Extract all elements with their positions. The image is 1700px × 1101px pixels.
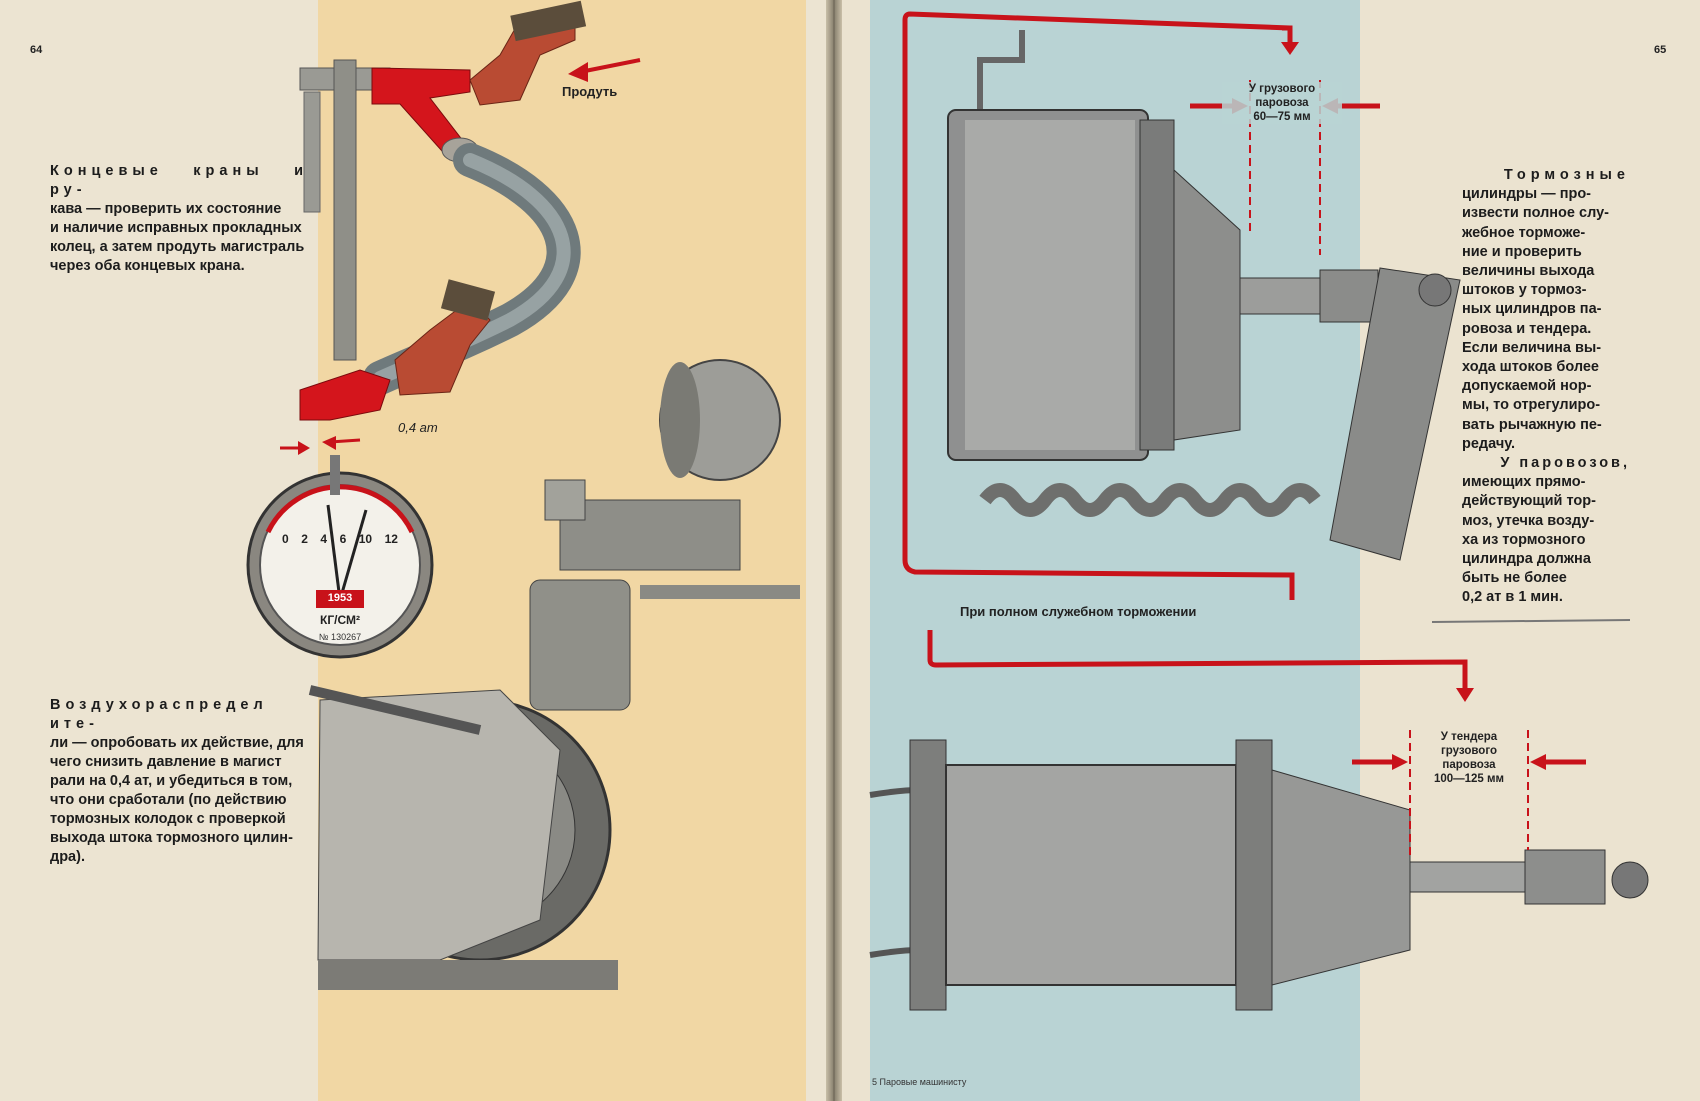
- section-air-distributors-line: что они сработали (по действию: [50, 792, 287, 808]
- section-brake-cylinders: Тормозные цилиндры — про- извести полное…: [1462, 166, 1630, 608]
- section-end-cocks: Концевые краны и ру- кава — проверить их…: [50, 162, 308, 276]
- section-brake-cylinders-line: 0,2 ат в 1 мин.: [1462, 589, 1563, 606]
- section-end-cocks-line: Концевые краны и ру-: [50, 163, 308, 198]
- brake-cylinder-locomotive: [902, 11, 1461, 600]
- page-footer: 5 Паровые машинисту: [872, 1077, 967, 1087]
- section-air-distributors-line: выхода штока тормозного цилин-: [50, 830, 293, 846]
- divider-line: [1431, 619, 1631, 623]
- section-brake-cylinders-line: ных цилиндров па-: [1462, 301, 1602, 318]
- pressure-gauge: [246, 455, 434, 659]
- section-brake-cylinders-line: Тормозные: [1503, 167, 1630, 183]
- section-air-distributors-line: Воздухораспредел ите-: [50, 697, 268, 732]
- section-brake-cylinders-line: ха из тормозного: [1462, 531, 1586, 548]
- section-brake-cylinders-line: редачу.: [1462, 435, 1516, 452]
- gauge-tick: 12: [384, 532, 398, 546]
- section-brake-cylinders-line: Если величина вы-: [1462, 339, 1602, 356]
- dimension-line: У тендера: [1440, 731, 1498, 743]
- top-dimension-label: У грузового паровоза 60—75 мм: [1222, 82, 1342, 124]
- gauge-scale: 0 2 4 6 10 12: [282, 532, 398, 546]
- brake-cylinder-tender: [869, 630, 1649, 1011]
- section-brake-cylinders-line: мы, то отрегулиро-: [1462, 397, 1601, 414]
- section-air-distributors-line: чего снизить давление в магист: [50, 754, 282, 770]
- section-brake-cylinders-line: жебное торможе-: [1462, 224, 1586, 241]
- dimension-line: паровоза: [1255, 97, 1309, 109]
- section-brake-cylinders-line: ние и проверить: [1462, 243, 1582, 260]
- gauge-tick: 0: [282, 532, 289, 546]
- dimension-line: 60—75 мм: [1253, 111, 1311, 123]
- section-end-cocks-line: колец, а затем продуть магистраль: [50, 239, 305, 255]
- section-end-cocks-line: и наличие исправных прокладных: [50, 220, 302, 236]
- section-end-cocks-line: через оба концевых крана.: [50, 258, 245, 274]
- wheel-brake-shoe-illustration: [308, 685, 618, 990]
- gauge-tick: 4: [320, 532, 328, 546]
- section-air-distributors-line: дра).: [50, 849, 85, 865]
- section-brake-cylinders-line: действующий тор-: [1462, 493, 1596, 510]
- section-brake-cylinders-line: штоков у тормоз-: [1462, 282, 1587, 299]
- air-distributor-illustration: [529, 359, 800, 711]
- section-brake-cylinders-line: цилиндра должна: [1462, 551, 1591, 568]
- section-end-cocks-line: кава — проверить их состояние: [50, 201, 282, 217]
- dimension-line: 100—125 мм: [1433, 773, 1505, 785]
- section-brake-cylinders-line: имеющих прямо-: [1462, 474, 1586, 491]
- gauge-tick: 2: [301, 532, 308, 546]
- page-number-right: 65: [1654, 44, 1667, 56]
- section-brake-cylinders-line: быть не более: [1462, 570, 1567, 587]
- gauge-tick: 6: [339, 532, 347, 546]
- section-brake-cylinders-line: моз, утечка возду-: [1462, 512, 1595, 529]
- section-brake-cylinders-line: величины выхода: [1462, 263, 1595, 280]
- gauge-tick: 10: [358, 532, 373, 546]
- section-brake-cylinders-line: вать рычажную пе-: [1462, 416, 1602, 433]
- callout-pressure: 0,4 ат: [398, 420, 438, 435]
- dimension-line: грузового: [1441, 745, 1497, 757]
- section-air-distributors-line: тормозных колодок с проверкой: [50, 811, 286, 827]
- section-air-distributors: Воздухораспредел ите- ли — опробовать их…: [50, 696, 308, 867]
- gauge-year: 1953: [327, 592, 353, 604]
- section-brake-cylinders-line: хода штоков более: [1462, 359, 1599, 376]
- section-brake-cylinders-line: извести полное слу-: [1462, 205, 1609, 222]
- section-brake-cylinders-line: ровоза и тендера.: [1462, 320, 1592, 337]
- brake-pipe-illustration: [280, 0, 641, 455]
- dimension-line: У грузового: [1248, 83, 1316, 95]
- top-caption: При полном служебном торможении: [960, 604, 1197, 619]
- section-air-distributors-line: рали на 0,4 ат, и убедиться в том,: [50, 773, 293, 789]
- section-brake-cylinders-line: У паровозов,: [1500, 455, 1630, 472]
- section-brake-cylinders-line: цилиндры — про-: [1462, 186, 1592, 203]
- section-brake-cylinders-line: допускаемой нор-: [1462, 378, 1592, 395]
- page-number-left: 64: [30, 44, 43, 56]
- book-gutter: [826, 0, 842, 1101]
- gauge-serial: № 130267: [318, 632, 362, 642]
- bottom-dimension-label: У тендера грузового паровоза 100—125 мм: [1404, 730, 1534, 786]
- callout-blow: Продуть: [562, 84, 618, 99]
- gauge-unit: КГ/СМ²: [320, 613, 360, 627]
- dimension-line: паровоза: [1442, 759, 1496, 771]
- section-air-distributors-line: ли — опробовать их действие, для: [50, 735, 304, 751]
